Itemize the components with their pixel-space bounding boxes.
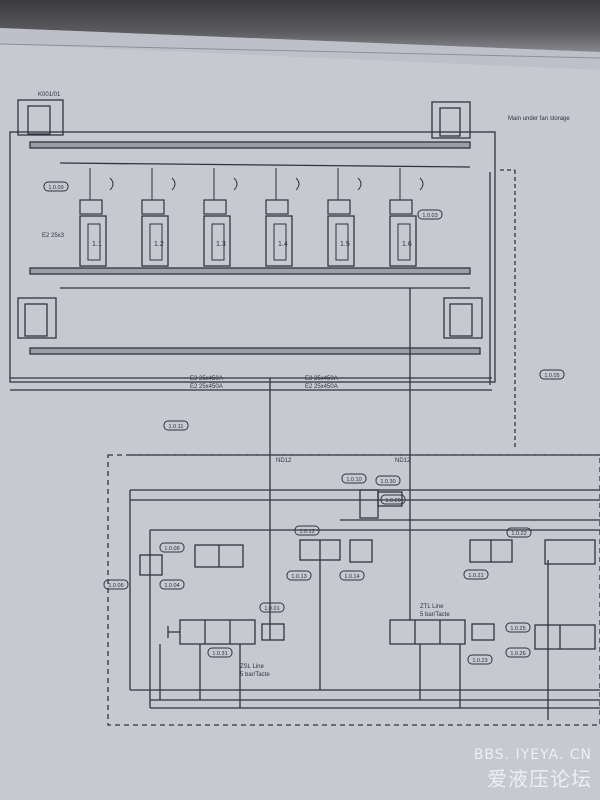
badge-text: 1.0.31 [212,651,227,657]
ref-badge: 1.0.30 [375,475,401,486]
cylinder-label: 1.4 [278,241,288,248]
valve-note-1b: 5 bar/Tacte [240,672,270,678]
ref-badge: 1.0.13 [286,570,312,581]
hose-upper-left: E2 25x450A [190,376,223,382]
hose-cyl-label: E2 25x3 [42,233,65,239]
badge-text: 1.0.22 [511,531,526,537]
badge-text: 1.0.03 [422,213,437,219]
badge-text: 1.0.13 [291,574,306,580]
cylinder-label: 1.3 [216,241,226,248]
ref-badge: 1.0.01 [259,602,285,613]
ref-badge: 1.0.10 [341,473,367,484]
badge-text: 1.0.06 [108,583,123,589]
badge-text: 1.0.26 [510,651,525,657]
badge-text: 1.0.25 [510,626,525,632]
cylinder: 1.1 [79,168,114,267]
hose-upper-right: E2 25x450A [305,376,338,382]
ref-badge: 1.0.12 [294,525,320,536]
cylinder: 1.6 [389,168,424,267]
schematic-lines [9,99,600,726]
ref-badge: 1.0.25 [505,622,531,633]
badge-text: 1.0.12 [299,529,314,535]
cylinder-label: 1.5 [340,241,350,248]
ref-badge: 1.0.04 [159,579,185,590]
cylinder-row: 1.1 1.2 1.3 1.4 1.5 1.6 [79,168,424,267]
watermark-url: BBS. IYEYA. CN [473,747,592,763]
valve-note-2a: ZTL Line [420,604,444,610]
valve-note-2b: 5 bar/Tacte [420,612,450,618]
badge-text: 1.0.08 [164,546,179,552]
cylinder-label: 1.1 [92,241,102,248]
badge-text: 1.0.30 [380,479,395,485]
ref-badge: 1.0.03 [417,209,443,220]
top-note: Main under fan storage [508,116,570,122]
ref-badge: 1.0.23 [467,654,493,665]
badge-text: 1.0.20 [385,498,400,504]
cylinder-label: 1.6 [402,241,412,248]
cylinder: 1.2 [141,168,176,267]
cylinder: 1.3 [203,168,238,267]
badge-row: 1.0.09 1.0.03 1.0.05 1.0.11 1.0.08 1.0.04 1.0.… [43,181,565,665]
tag-top-left: K001/01 [38,92,61,98]
cylinder-label: 1.2 [154,241,164,248]
ref-badge: 1.0.08 [159,542,185,553]
ref-badge: 1.0.06 [103,579,129,590]
cylinder: 1.4 [265,168,300,267]
badge-text: 1.0.05 [544,373,559,379]
badge-text: 1.0.04 [164,583,179,589]
watermark: BBS. IYEYA. CN 爱液压论坛 [474,747,592,792]
hose-lower-left: E2 25x450A [190,384,223,390]
badge-text: 1.0.23 [472,658,487,664]
ref-badge: 1.0.21 [463,569,489,580]
badge-text: 1.0.01 [264,606,279,612]
ref-badge: 1.0.05 [539,369,565,380]
badge-text: 1.0.09 [48,185,63,191]
ref-badge: 1.0.11 [163,420,189,431]
ref-badge: 1.0.26 [505,647,531,658]
hose-lower-right: E2 25x450A [305,384,338,390]
pipe-label-b: ND12 [395,458,411,464]
badge-text: 1.0.14 [344,574,359,580]
badge-text: 1.0.10 [346,477,361,483]
badge-text: 1.0.21 [468,573,483,579]
valve-note-1a: ZSL Line [240,664,264,670]
pipe-label-a: ND12 [276,458,292,464]
watermark-cn: 爱液压论坛 [487,767,592,791]
ref-badge: 1.0.20 [380,494,406,505]
ref-badge: 1.0.31 [207,647,233,658]
ref-badge: 1.0.09 [43,181,69,192]
badge-text: 1.0.11 [169,424,184,430]
cylinder: 1.5 [327,168,362,267]
ref-badge: 1.0.14 [339,570,365,581]
ref-badge: 1.0.22 [506,527,532,538]
